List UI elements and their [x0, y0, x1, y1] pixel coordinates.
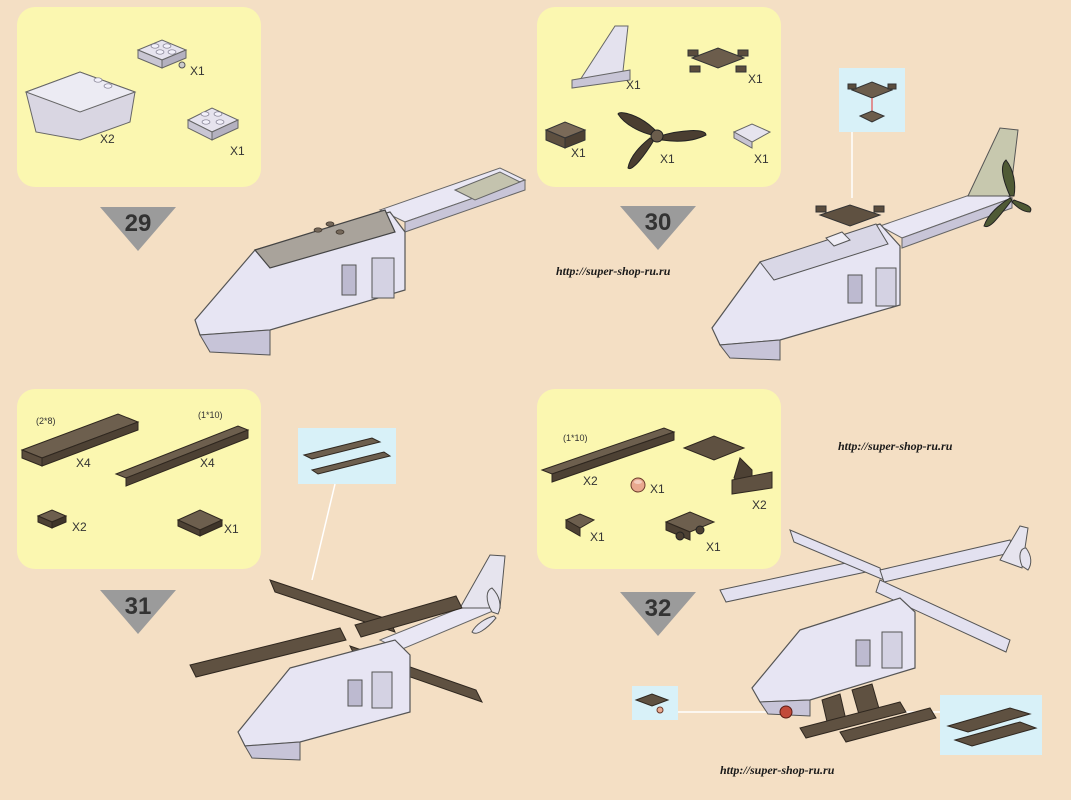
part-clip-plate: [564, 513, 596, 537]
part-plate-1x10: [114, 425, 250, 487]
part-plate-2x8: [20, 413, 140, 467]
part-quantity: X1: [754, 152, 769, 166]
part-quantity: X1: [706, 540, 721, 554]
step-arrow-icon: [620, 592, 696, 636]
helicopter-build-step-30: [711, 127, 1032, 361]
callout-skid-left-32: [634, 693, 670, 714]
step-number-31: 31: [100, 590, 176, 634]
step-number-29: 29: [100, 207, 176, 251]
part-quantity: X2: [100, 132, 115, 146]
helicopter-build-step-32: [719, 525, 1032, 743]
part-quantity: X1: [230, 144, 245, 158]
part-plate-2x2: [186, 107, 240, 141]
part-plate-2x2-with-pin: [136, 39, 188, 69]
part-quantity: X2: [72, 520, 87, 534]
watermark-url: http://super-shop-ru.ru: [556, 264, 671, 278]
part-quantity: X1: [190, 64, 205, 78]
part-dimension: (1*10): [198, 410, 223, 420]
part-plate-1x2: [176, 509, 224, 537]
part-stud-round-tile: [630, 477, 646, 493]
part-quantity: X1: [626, 78, 641, 92]
part-quantity: X1: [748, 72, 763, 86]
part-quantity: X1: [650, 482, 665, 496]
part-rotor-hub-cross: [687, 47, 749, 73]
callout-plates-31: [302, 437, 392, 475]
step-arrow-icon: [620, 206, 696, 250]
watermark-url: http://super-shop-ru.ru: [720, 763, 835, 777]
part-brick-1x1-round: [36, 509, 68, 529]
part-landing-skid: [682, 435, 773, 495]
part-tile-1x1: [544, 121, 587, 149]
part-quantity: X2: [583, 474, 598, 488]
part-quantity: X1: [590, 530, 605, 544]
step-arrow-icon: [100, 590, 176, 634]
part-dimension: (1*10): [563, 433, 588, 443]
callout-rotor-hub-30: [847, 81, 897, 123]
part-propeller: [617, 112, 707, 170]
helicopter-build-step-29: [194, 167, 527, 356]
part-slope-1x2: [732, 123, 772, 149]
part-plate-with-clips: [664, 511, 716, 541]
parts-panel-step-30: [537, 7, 781, 187]
callout-skid-right-32: [946, 707, 1038, 747]
step-arrow-icon: [100, 207, 176, 251]
watermark-url: http://super-shop-ru.ru: [838, 439, 953, 453]
part-quantity: X1: [224, 522, 239, 536]
part-quantity: X4: [200, 456, 215, 470]
part-wedge-cockpit-cover: [24, 71, 137, 141]
step-number-30: 30: [620, 206, 696, 250]
part-tail-fin: [571, 25, 631, 89]
step-number-32: 32: [620, 592, 696, 636]
part-quantity: X2: [752, 498, 767, 512]
part-dimension: (2*8): [36, 416, 56, 426]
part-quantity: X1: [571, 146, 586, 160]
part-quantity: X4: [76, 456, 91, 470]
helicopter-build-step-31: [189, 554, 506, 761]
part-plate-1x10-step-32: [540, 427, 676, 483]
part-quantity: X1: [660, 152, 675, 166]
